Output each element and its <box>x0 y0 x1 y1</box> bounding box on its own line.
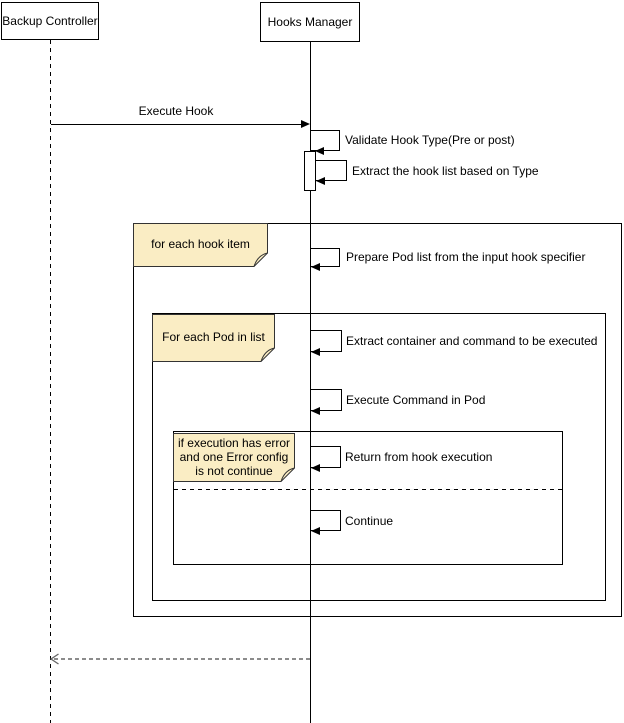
fragment-label-error-line1: if execution has error <box>177 435 291 450</box>
self-message-continue <box>311 510 341 531</box>
self-message-validate-hook-type <box>311 130 340 151</box>
fragment-note-error-alt: if execution has error and one Error con… <box>173 433 295 482</box>
activation-bar-hooks-manager <box>304 151 316 191</box>
open-arrowhead-return-icon <box>49 653 59 665</box>
actor-box-backup-controller: Backup Controller <box>1 2 99 40</box>
lifeline-hooks-manager <box>310 42 311 723</box>
fragment-label-error-line2: and one Error config <box>179 449 289 464</box>
actor-box-hooks-manager: Hooks Manager <box>260 2 360 42</box>
fragment-note-for-each-pod-in-list: For each Pod in list <box>152 314 275 362</box>
self-message-return-from-hook <box>311 446 341 468</box>
fragment-for-each-pod-in-list <box>152 313 606 601</box>
arrowhead-continue-icon <box>311 527 320 535</box>
fragment-label-for-each-pod-in-list: For each Pod in list <box>162 330 265 344</box>
fragment-error-alt <box>173 431 563 565</box>
self-message-extract-container-command <box>311 330 342 352</box>
message-line-execute-hook <box>51 124 302 125</box>
message-label-return-from-hook: Return from hook execution <box>345 450 493 464</box>
self-message-execute-command-in-pod <box>311 389 342 411</box>
lifeline-backup-controller <box>50 40 51 723</box>
return-message-line <box>54 658 310 660</box>
self-message-prepare-pod-list <box>311 248 340 267</box>
self-message-extract-hook-list <box>316 160 347 181</box>
actor-label-backup-controller: Backup Controller <box>2 14 98 28</box>
message-label-continue: Continue <box>345 514 394 528</box>
arrowhead-return-from-hook-icon <box>311 464 320 472</box>
arrowhead-extract-container-command-icon <box>311 348 320 356</box>
arrowhead-validate-hook-type-icon <box>315 147 324 155</box>
fragment-label-for-each-hook-item: for each hook item <box>151 237 250 251</box>
fragment-label-error-alt: if execution has error and one Error con… <box>173 433 295 482</box>
arrowhead-execute-command-in-pod-icon <box>311 407 320 415</box>
note-shape-icon <box>152 314 275 362</box>
message-label-extract-container-command: Extract container and command to be exec… <box>346 334 598 348</box>
fragment-alt-divider <box>174 489 562 490</box>
message-label-execute-hook: Execute Hook <box>138 104 214 118</box>
fragment-for-each-hook-item <box>133 223 622 617</box>
message-label-prepare-pod-list: Prepare Pod list from the input hook spe… <box>346 250 586 264</box>
arrowhead-prepare-pod-list-icon <box>311 263 320 271</box>
actor-label-hooks-manager: Hooks Manager <box>267 15 353 29</box>
arrowhead-extract-hook-list-icon <box>316 177 325 185</box>
fragment-note-for-each-hook-item: for each hook item <box>133 223 268 267</box>
message-label-extract-hook-list: Extract the hook list based on Type <box>352 164 539 178</box>
fragment-label-error-line3: is not continue <box>195 463 273 478</box>
message-label-execute-command-in-pod: Execute Command in Pod <box>346 393 486 407</box>
message-label-validate-hook-type: Validate Hook Type(Pre or post) <box>345 133 515 147</box>
note-shape-icon <box>133 223 268 267</box>
arrowhead-execute-hook-icon <box>301 120 310 128</box>
note-shape-icon <box>173 433 295 482</box>
